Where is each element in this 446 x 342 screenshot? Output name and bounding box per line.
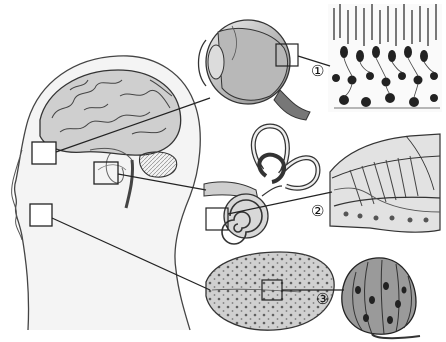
head-mouth-region-box (30, 204, 52, 226)
label-taste-bud: ③ (316, 290, 329, 308)
retina-cells-illustration (328, 4, 442, 112)
tongue-illustration (206, 252, 334, 330)
cornea (199, 40, 207, 86)
head-illustration (12, 56, 201, 330)
inner-ear-illustration (204, 126, 318, 244)
label-cochlea: ② (311, 202, 324, 220)
optic-nerve (274, 90, 310, 120)
taste-bud-illustration (342, 258, 420, 338)
label-retina: ① (311, 62, 324, 80)
cochlea (222, 194, 268, 244)
head-eye-region-box (32, 142, 56, 164)
cerebellum (139, 152, 176, 177)
lens (208, 45, 224, 79)
eyeball-illustration (199, 20, 311, 120)
cochlea-section-illustration (330, 134, 440, 232)
